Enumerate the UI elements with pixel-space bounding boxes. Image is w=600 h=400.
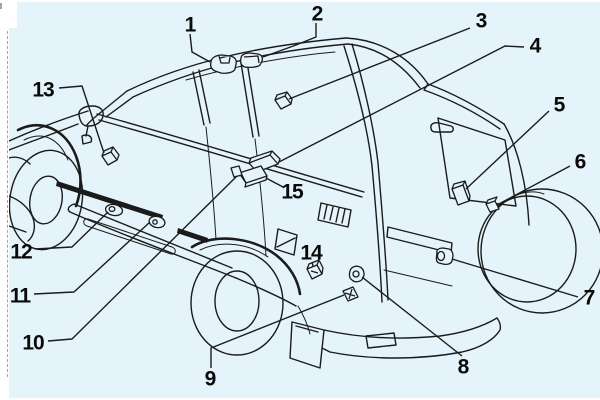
rocker-clip-front — [104, 203, 124, 217]
bumper-step — [365, 332, 397, 349]
liftgate-handle — [430, 122, 454, 133]
callout-leader-5 — [465, 110, 550, 190]
rear-bumper-top — [323, 317, 498, 339]
callout-label-6: 6 — [574, 150, 587, 174]
callout-label-9: 9 — [204, 367, 217, 391]
roof-rear-module — [239, 52, 264, 69]
rear-fender-flare — [190, 237, 302, 296]
running-board-step — [83, 218, 176, 255]
rear-pillar — [343, 43, 379, 167]
liftgate-window — [437, 117, 517, 207]
rear-door-seam — [254, 138, 267, 257]
front-door-seam — [205, 126, 217, 241]
rear-roof-box — [274, 91, 293, 110]
callout-label-15: 15 — [281, 180, 303, 204]
pillar-module-tab — [230, 165, 247, 184]
quarter-vent — [317, 202, 352, 228]
rear-bumper-box — [342, 286, 359, 302]
clip-rear-pin — [152, 219, 158, 225]
side-molding-rear — [177, 228, 208, 243]
page-bottom-margin — [0, 398, 600, 400]
liftgate-window-module — [451, 180, 471, 206]
callout-leader-7 — [451, 258, 579, 298]
roof-crease — [185, 51, 336, 81]
spare-wheel — [477, 195, 577, 303]
side-molding-front — [56, 181, 163, 220]
rear-bumper-bottom — [321, 317, 502, 359]
callout-leader-8 — [361, 276, 463, 357]
callout-label-8: 8 — [457, 355, 470, 379]
connector-face — [436, 250, 446, 262]
body-rear-corner — [503, 123, 530, 226]
roof-drip-rail — [126, 37, 347, 92]
d-pillar-outer — [345, 37, 429, 85]
front-door-module — [101, 146, 120, 166]
front-hub — [29, 175, 63, 225]
callout-label-2: 2 — [311, 2, 324, 26]
callout-label-7: 7 — [583, 286, 596, 310]
car-body — [8, 37, 600, 369]
callout-leader-10 — [47, 175, 238, 342]
callout-leader-15 — [265, 177, 284, 188]
callout-label-14: 14 — [300, 241, 322, 265]
callout-label-11: 11 — [9, 284, 31, 308]
hood-edge — [8, 110, 89, 142]
rear-quarter-small-box — [485, 196, 500, 213]
quarter-bottom — [297, 305, 311, 335]
sill-rear — [235, 277, 297, 307]
callout-label-13: 13 — [32, 78, 54, 102]
callout-leader-2 — [262, 23, 317, 58]
page-corner-tick — [0, 3, 2, 9]
callout-leader-3 — [288, 27, 471, 100]
roof-front-module — [209, 54, 237, 74]
rocker-clip-rear — [148, 215, 166, 229]
fuel-door — [274, 228, 298, 256]
page-left-margin — [0, 0, 9, 400]
mud-flap — [289, 321, 325, 369]
page-corner-notch — [0, 0, 17, 28]
callout-leader-1 — [189, 33, 211, 63]
page-top-margin — [0, 0, 600, 2]
callout-leader-lines — [33, 23, 579, 368]
rear-fender-inner — [199, 243, 269, 258]
gate-left-edge — [371, 162, 389, 303]
spare-tire-outer — [480, 188, 600, 314]
a-pillar — [99, 90, 134, 118]
b-pillar — [192, 69, 211, 126]
rear-grommet — [348, 265, 365, 283]
callout-label-5: 5 — [553, 93, 566, 117]
c-pillar — [240, 61, 260, 138]
clip-front-pin — [108, 205, 116, 213]
callout-leader-13 — [58, 85, 105, 154]
components — [101, 52, 500, 302]
callout-leader-12 — [34, 211, 109, 250]
callout-label-12: 12 — [10, 240, 32, 264]
spare-bracket — [511, 191, 545, 199]
callout-label-4: 4 — [529, 34, 542, 58]
callout-leader-14 — [311, 261, 314, 267]
page-margin-dashed-rule — [7, 31, 8, 377]
callout-leader-9 — [210, 294, 345, 368]
running-board — [67, 203, 237, 279]
d-pillar-inner — [347, 43, 421, 89]
grommet-hole — [352, 270, 360, 278]
callout-leader-4 — [278, 45, 525, 163]
callout-label-1: 1 — [184, 13, 197, 37]
pillar-module-cluster — [230, 150, 281, 188]
callout-label-10: 10 — [22, 331, 44, 355]
rear-tire — [190, 250, 284, 356]
callout-leader-11 — [33, 221, 151, 295]
rear-hub — [214, 270, 260, 332]
gate-lower-line — [383, 269, 453, 287]
belt-line — [96, 113, 365, 198]
quarter-lower-module — [306, 259, 324, 280]
callout-label-3: 3 — [475, 9, 488, 33]
hood-line — [8, 123, 79, 151]
callout-leader-6 — [496, 165, 571, 206]
